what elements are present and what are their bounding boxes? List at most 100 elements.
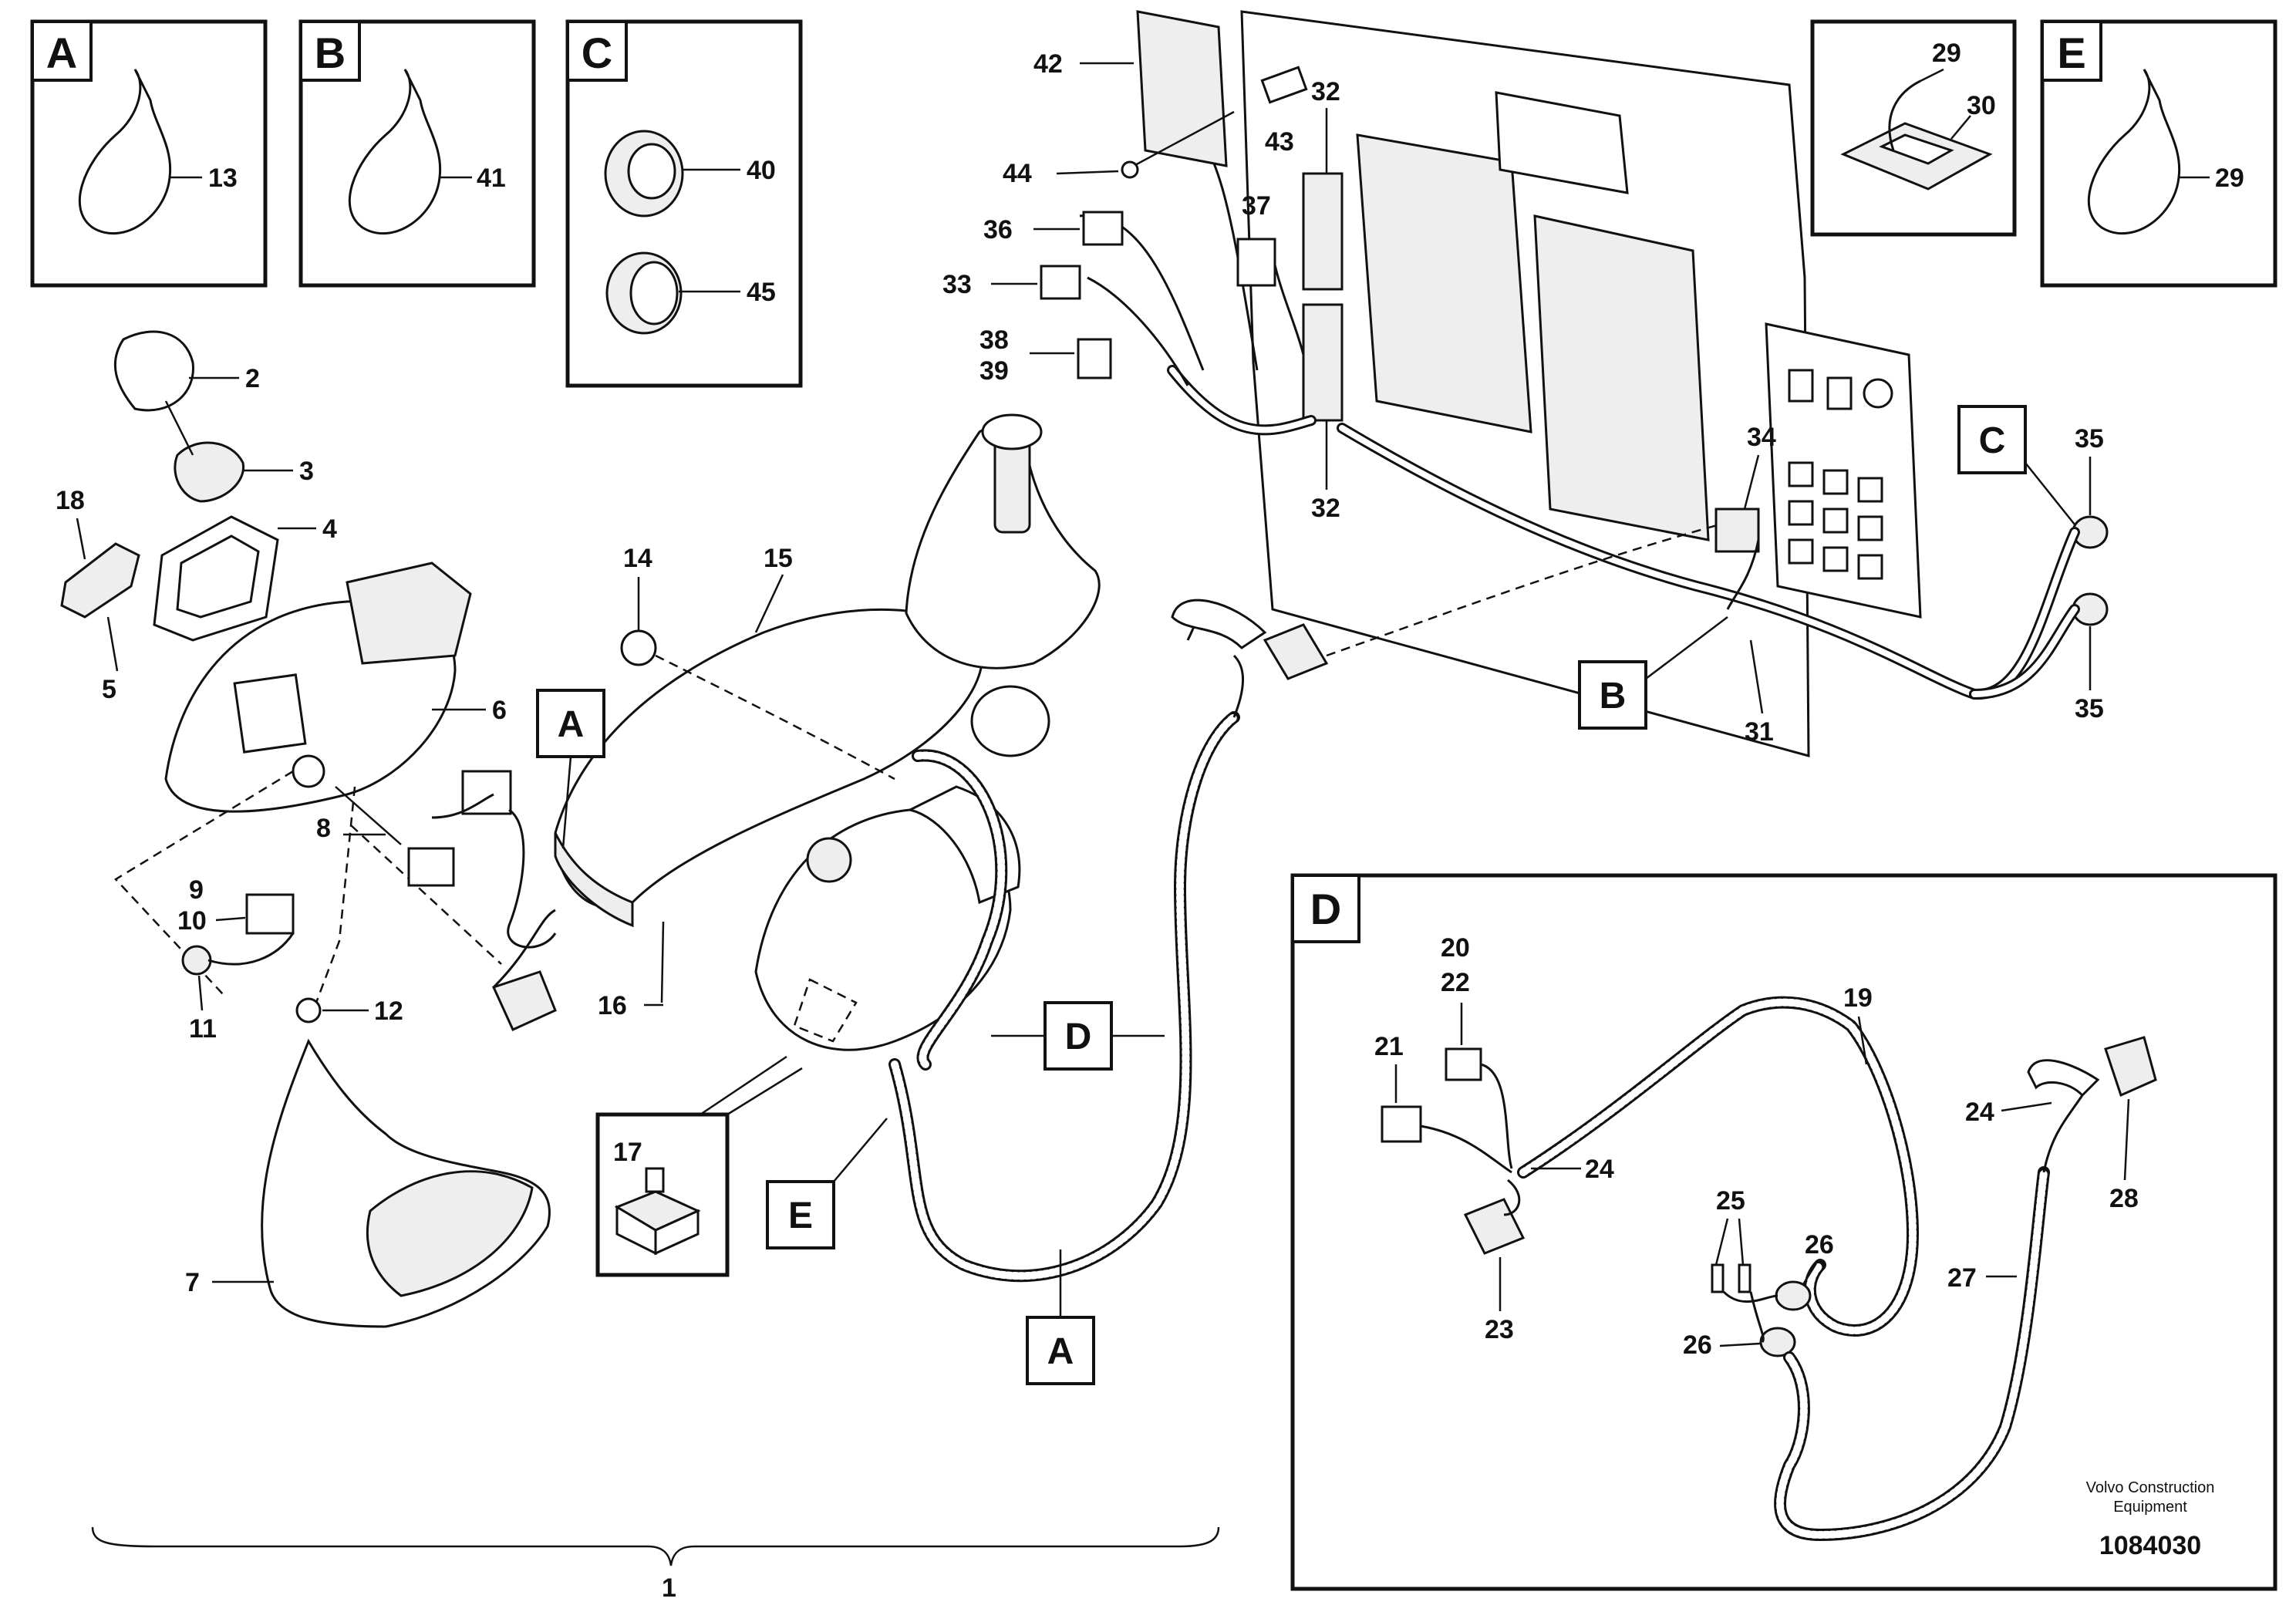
part-label-29: 29 <box>2215 164 2244 193</box>
part-label-26-left: 26 <box>1683 1330 1712 1360</box>
part-label-21: 21 <box>1374 1032 1404 1061</box>
console-button <box>292 754 325 788</box>
electrical-panel <box>1240 10 2109 757</box>
connector-36 <box>1082 211 1124 246</box>
callout-d: D <box>991 1001 1165 1071</box>
connector-28 <box>2104 1036 2157 1098</box>
part-label-30: 30 <box>1967 91 1996 120</box>
part-label-16: 16 <box>598 991 627 1020</box>
svg-text:B: B <box>1600 676 1627 717</box>
control-module-42 <box>1136 10 1228 167</box>
detail-box-e-letter: E <box>2057 29 2085 77</box>
part-label-2: 2 <box>245 364 260 393</box>
part-label-25: 25 <box>1716 1186 1745 1216</box>
part-label-29-clip: 29 <box>1932 39 1961 68</box>
joystick-knob-2 <box>113 330 194 412</box>
terminal-25a <box>1711 1263 1725 1293</box>
part-label-41: 41 <box>477 164 506 193</box>
part-label-8: 8 <box>316 814 331 843</box>
detail-box-clip: 29 30 <box>1810 19 2017 237</box>
connector-38 <box>1077 338 1112 379</box>
grommet-14 <box>620 629 657 666</box>
connector-21 <box>1381 1105 1422 1143</box>
label-tag-left <box>491 970 557 1031</box>
part-label-31: 31 <box>1745 717 1774 747</box>
console-connector-block <box>346 561 472 665</box>
part-label-14: 14 <box>623 544 652 573</box>
part-label-3: 3 <box>299 457 314 486</box>
part-label-32-top: 32 <box>1311 77 1340 106</box>
part-label-27: 27 <box>1947 1263 1977 1293</box>
connector-26-upper <box>1775 1280 1812 1311</box>
detail-box-a: A 13 <box>30 19 268 288</box>
center-corrugated-harness <box>888 523 1721 1283</box>
connector-10 <box>245 893 295 935</box>
spacer-43 <box>1260 66 1308 104</box>
part-label-4: 4 <box>322 514 337 544</box>
company-line-1: Volvo Construction <box>2086 1479 2215 1496</box>
detail-part-17: 17 <box>595 1055 803 1277</box>
relay-grid <box>1788 369 1893 580</box>
part-label-10: 10 <box>177 906 207 936</box>
panel-harness <box>1079 130 2080 700</box>
lower-cover-7: 7 <box>185 1038 551 1328</box>
armrest-hinge <box>970 685 1050 757</box>
part-label-18: 18 <box>56 486 85 515</box>
svg-text:E: E <box>788 1195 813 1236</box>
detail-box-b: B 41 <box>298 19 536 288</box>
connector-37 <box>1236 238 1276 287</box>
callout-e: E <box>766 1118 888 1249</box>
part-label-11: 11 <box>189 1014 217 1044</box>
part-label-7: 7 <box>185 1268 200 1297</box>
part-label-45: 45 <box>747 278 776 307</box>
switch-18-5 <box>60 542 140 619</box>
part-label-34: 34 <box>1747 423 1776 452</box>
connector-left-a <box>407 847 455 887</box>
joystick-bracket <box>905 423 1101 669</box>
console-display <box>233 673 307 754</box>
part-label-13: 13 <box>208 164 238 193</box>
ecu-module-1 <box>1356 133 1532 433</box>
detail-box-c: C 40 45 <box>565 19 803 388</box>
joystick-console: 2 3 4 18 5 6 8 9 10 11 12 <box>56 330 557 1044</box>
part-label-38: 38 <box>979 325 1009 355</box>
part-label-23: 23 <box>1485 1315 1514 1344</box>
part-label-44: 44 <box>1003 159 1032 188</box>
part-label-33: 33 <box>942 270 972 299</box>
part-label-35-bottom: 35 <box>2075 694 2104 723</box>
detail-box-a-letter: A <box>46 29 77 77</box>
callout-c: C <box>1957 405 2075 525</box>
detail-box-b-letter: B <box>315 29 346 77</box>
part-label-39: 39 <box>979 356 1009 386</box>
part-label-5: 5 <box>102 675 116 704</box>
part-label-32-bottom: 32 <box>1311 494 1340 523</box>
svg-text:C: C <box>1979 420 2006 461</box>
part-label-26-right: 26 <box>1805 1230 1834 1259</box>
part-label-9: 9 <box>189 875 204 905</box>
part-label-28: 28 <box>2109 1184 2139 1213</box>
joystick-knob-base <box>806 837 852 883</box>
connector-32-upper <box>1302 172 1344 291</box>
harness-end-u-detail <box>2027 1059 2100 1098</box>
part-label-40: 40 <box>747 156 776 185</box>
assembly-brace: 1 <box>91 1526 1220 1603</box>
grommet-12 <box>295 997 322 1023</box>
part-label-22: 22 <box>1441 968 1470 997</box>
callout-b: B <box>1578 616 1728 730</box>
cover-inner <box>366 1170 534 1297</box>
detail-box-d: D 20 22 21 23 19 24 25 26 26 <box>1290 873 2277 1591</box>
company-line-2: Equipment <box>2113 1499 2187 1516</box>
connector-20-22 <box>1445 1047 1482 1081</box>
part-label-1: 1 <box>662 1573 676 1603</box>
label-tag-23 <box>1463 1198 1526 1255</box>
detail-box-c-letter: C <box>582 29 612 77</box>
svg-text:D: D <box>1065 1017 1092 1057</box>
callout-a-upper: A <box>536 689 605 849</box>
joystick-grip-3 <box>174 441 244 503</box>
cable-tie-icon <box>2087 69 2181 235</box>
armrest-assembly: 15 14 16 <box>554 413 1101 1051</box>
connector-34 <box>1714 508 1760 553</box>
part-label-35-top: 35 <box>2075 424 2104 454</box>
part-label-37: 37 <box>1242 191 1271 221</box>
